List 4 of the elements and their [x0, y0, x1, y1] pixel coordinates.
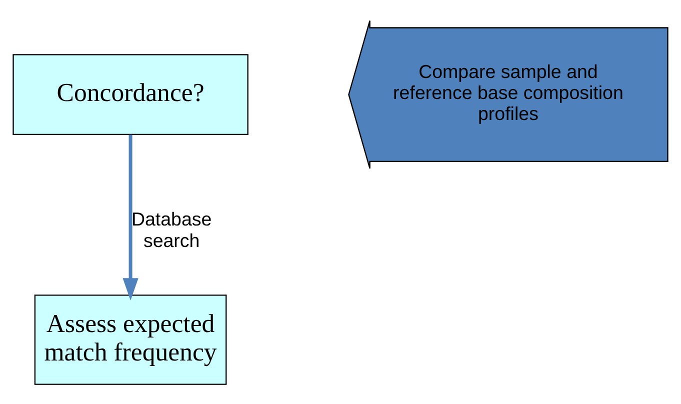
- node-box: Assess expected match frequency: [34, 294, 227, 384]
- node-box: Concordance?: [12, 54, 248, 135]
- arrow: [122, 134, 138, 300]
- edge-label: Database search: [131, 208, 212, 250]
